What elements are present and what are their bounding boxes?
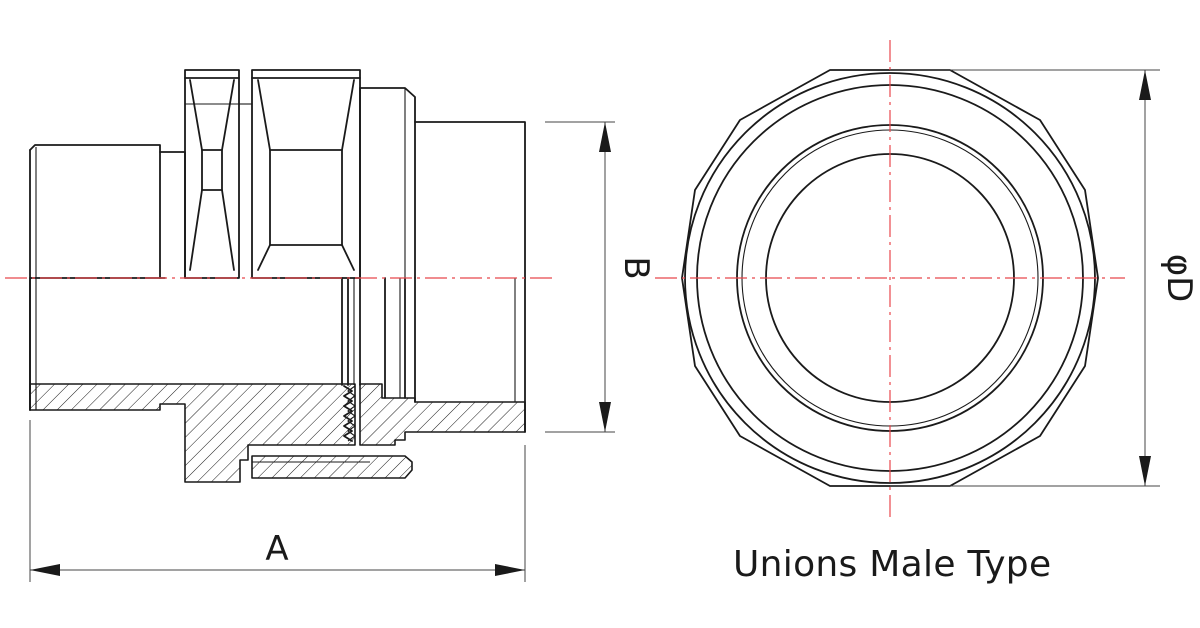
dimension-a-label: A [265, 529, 288, 569]
dimension-b-label: B [616, 256, 656, 279]
dimension-d: φD [890, 69, 1199, 487]
side-view: A B [5, 69, 656, 582]
union-nut-hex [239, 69, 361, 279]
body-hex [184, 69, 240, 279]
dimension-a: A [29, 420, 526, 582]
dimension-b: B [545, 121, 656, 433]
drawing-title: Unions Male Type [733, 544, 1052, 585]
section-hatching [29, 383, 526, 483]
dimension-d-label: φD [1159, 254, 1199, 303]
front-view: φD [655, 40, 1199, 518]
tail-piece [359, 87, 526, 279]
